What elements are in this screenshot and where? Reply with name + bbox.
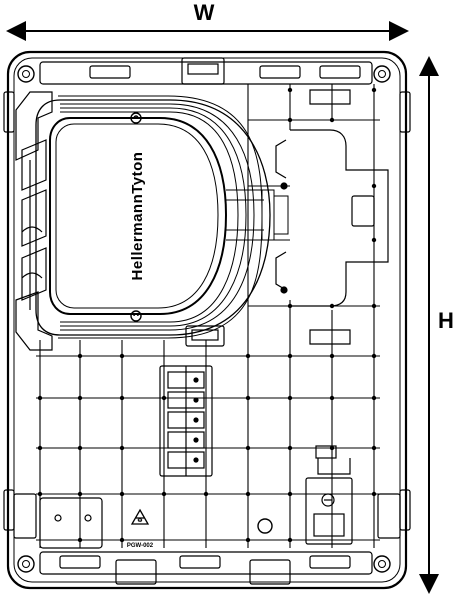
splice-tray [35, 95, 289, 339]
top-rail [39, 57, 373, 85]
right-routing-channel [275, 89, 389, 345]
grid-nodes [37, 87, 377, 543]
screw-icon [373, 555, 391, 573]
height-dimension: H [419, 56, 453, 594]
part-code: PGW-002 [127, 543, 154, 549]
screw-icon [321, 493, 335, 507]
brand-label: HellermannTyton [129, 152, 146, 281]
mounting-hole [257, 518, 273, 534]
screw-icon [17, 65, 35, 83]
bottom-rail [39, 551, 373, 585]
tray-clips [130, 112, 142, 322]
height-label: H [438, 308, 453, 333]
connector-block [159, 365, 213, 477]
lower-left-panel [13, 493, 401, 549]
corner-screws [17, 65, 391, 573]
upper-bracket [185, 325, 225, 347]
earth-clamp [305, 445, 353, 545]
svg-text:♻: ♻ [137, 517, 142, 524]
recycle-icon: ♻ [130, 508, 150, 525]
screw-icon [373, 65, 391, 83]
screw-icon [17, 555, 35, 573]
width-dimension: W [6, 0, 409, 41]
left-cable-guides [15, 91, 53, 351]
enclosure-body [3, 50, 411, 590]
width-label: W [194, 0, 215, 25]
